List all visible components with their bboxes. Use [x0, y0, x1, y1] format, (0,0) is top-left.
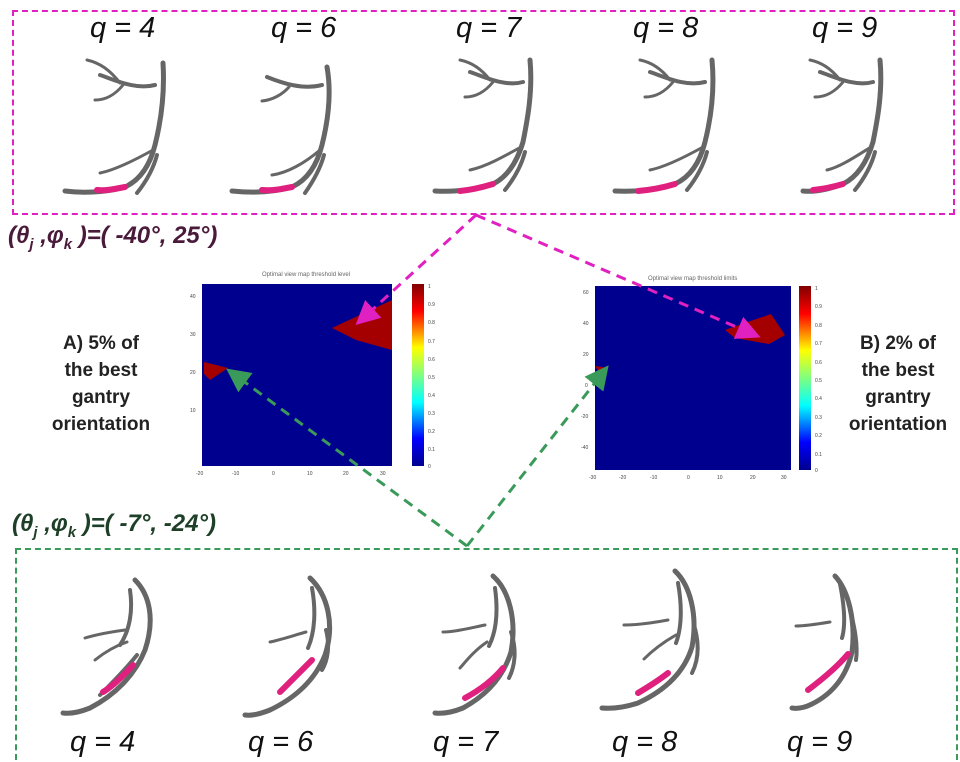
top-vessel-2 — [229, 64, 332, 195]
top-row-frame — [12, 10, 955, 215]
map-a-ytick: 40 — [190, 294, 196, 300]
map-b-title: Optimal view map threshold limits — [648, 276, 738, 282]
map-b-xtick: -30 — [589, 475, 596, 481]
map-b-cbtick: 0.6 — [815, 360, 822, 366]
bottom-row-frame — [15, 548, 958, 760]
map-a-cbtick: 0.3 — [428, 411, 435, 417]
top-vessel-1 — [62, 58, 166, 195]
map-a-title: Optimal view map threshold level — [262, 272, 351, 278]
map-a-xtick: 30 — [380, 471, 386, 477]
map-b-cbtick: 0.1 — [815, 452, 822, 458]
bottom-angle-pair: (θj ,φk )=( -7°, -24°) — [12, 510, 217, 541]
map-b-ytick: 20 — [583, 352, 589, 358]
top-q-label-1: q = 4 — [90, 12, 156, 44]
map-b-cbtick: 0 — [815, 468, 818, 474]
map-a-cbtick: 0.2 — [428, 429, 435, 435]
panel-b-caption: B) 2% of the best grantry orientation — [848, 333, 948, 435]
map-b-cbtick: 0.8 — [815, 323, 822, 329]
bottom-vessel-5 — [789, 573, 859, 711]
map-b-colorbar — [799, 286, 811, 470]
map-a-xtick: 10 — [307, 471, 313, 477]
map-a-cbtick: 1 — [428, 284, 431, 290]
bottom-q-label-3: q = 7 — [433, 726, 499, 758]
map-b-xtick: 30 — [781, 475, 787, 481]
top-vessel-4 — [612, 57, 716, 194]
map-a-cbtick: 0.1 — [428, 447, 435, 453]
map-b-cbtick: 0.5 — [815, 378, 822, 384]
bottom-vessel-4 — [599, 568, 700, 711]
map-a-hotspot-2 — [204, 362, 228, 380]
map-b-ytick: -20 — [581, 414, 588, 420]
map-a-cbtick: 0.9 — [428, 302, 435, 308]
map-b-ytick: 40 — [583, 321, 589, 327]
top-q-label-5: q = 9 — [812, 12, 878, 44]
map-b-xtick: 20 — [750, 475, 756, 481]
map-a-cbtick: 0.7 — [428, 339, 435, 345]
top-q-label-4: q = 8 — [633, 12, 699, 44]
bottom-vessel-3 — [432, 573, 517, 716]
map-a-ytick: 10 — [190, 408, 196, 414]
map-b-cbtick: 0.7 — [815, 341, 822, 347]
map-b-xtick: -10 — [650, 475, 657, 481]
arrow-top-to-map-a — [355, 213, 478, 326]
map-a-colorbar — [412, 284, 424, 466]
map-b-cbtick: 0.2 — [815, 433, 822, 439]
map-b-cbtick: 0.3 — [815, 415, 822, 421]
bottom-q-label-5: q = 9 — [787, 726, 853, 758]
map-a-ytick: 20 — [190, 370, 196, 376]
map-a-xtick: -10 — [232, 471, 239, 477]
bottom-q-label-1: q = 4 — [70, 726, 136, 758]
map-b-xtick: 0 — [687, 475, 690, 481]
map-b-ytick: 60 — [583, 290, 589, 296]
map-a-xtick: 0 — [272, 471, 275, 477]
map-a-ytick: 30 — [190, 332, 196, 338]
map-a-xtick: 20 — [343, 471, 349, 477]
map-a-xtick: -20 — [196, 471, 203, 477]
top-q-label-2: q = 6 — [271, 12, 337, 44]
map-b-cbtick: 1 — [815, 286, 818, 292]
bottom-q-label-4: q = 8 — [612, 726, 678, 758]
map-a-cbtick: 0.4 — [428, 393, 435, 399]
arrow-top-to-map-b — [475, 213, 761, 339]
map-b-xtick: 10 — [717, 475, 723, 481]
map-b-cbtick: 0.9 — [815, 304, 822, 310]
map-a-cbtick: 0 — [428, 464, 431, 470]
map-a-cbtick: 0.8 — [428, 320, 435, 326]
bottom-vessel-1 — [60, 577, 153, 716]
top-q-label-3: q = 7 — [456, 12, 522, 44]
map-b-ytick: -40 — [581, 445, 588, 451]
optimal-view-map-b: -30 -20 -10 0 10 20 30 60 40 20 0 -20 -4… — [581, 286, 822, 481]
arrow-bottom-to-map-b — [465, 365, 609, 547]
bottom-vessel-2 — [242, 575, 333, 718]
bottom-q-label-2: q = 6 — [248, 726, 314, 758]
map-a-cbtick: 0.5 — [428, 375, 435, 381]
arrow-bottom-to-map-a — [226, 368, 468, 548]
panel-a-caption: A) 5% of the best gantry orientation — [51, 333, 151, 435]
map-b-plot-area — [595, 286, 791, 470]
map-a-cbtick: 0.6 — [428, 357, 435, 363]
top-vessel-3 — [432, 57, 534, 194]
map-b-xtick: -20 — [619, 475, 626, 481]
top-angle-pair: (θj ,φk )=( -40°, 25°) — [8, 222, 218, 253]
top-vessel-5 — [800, 57, 884, 194]
map-b-cbtick: 0.4 — [815, 396, 822, 402]
